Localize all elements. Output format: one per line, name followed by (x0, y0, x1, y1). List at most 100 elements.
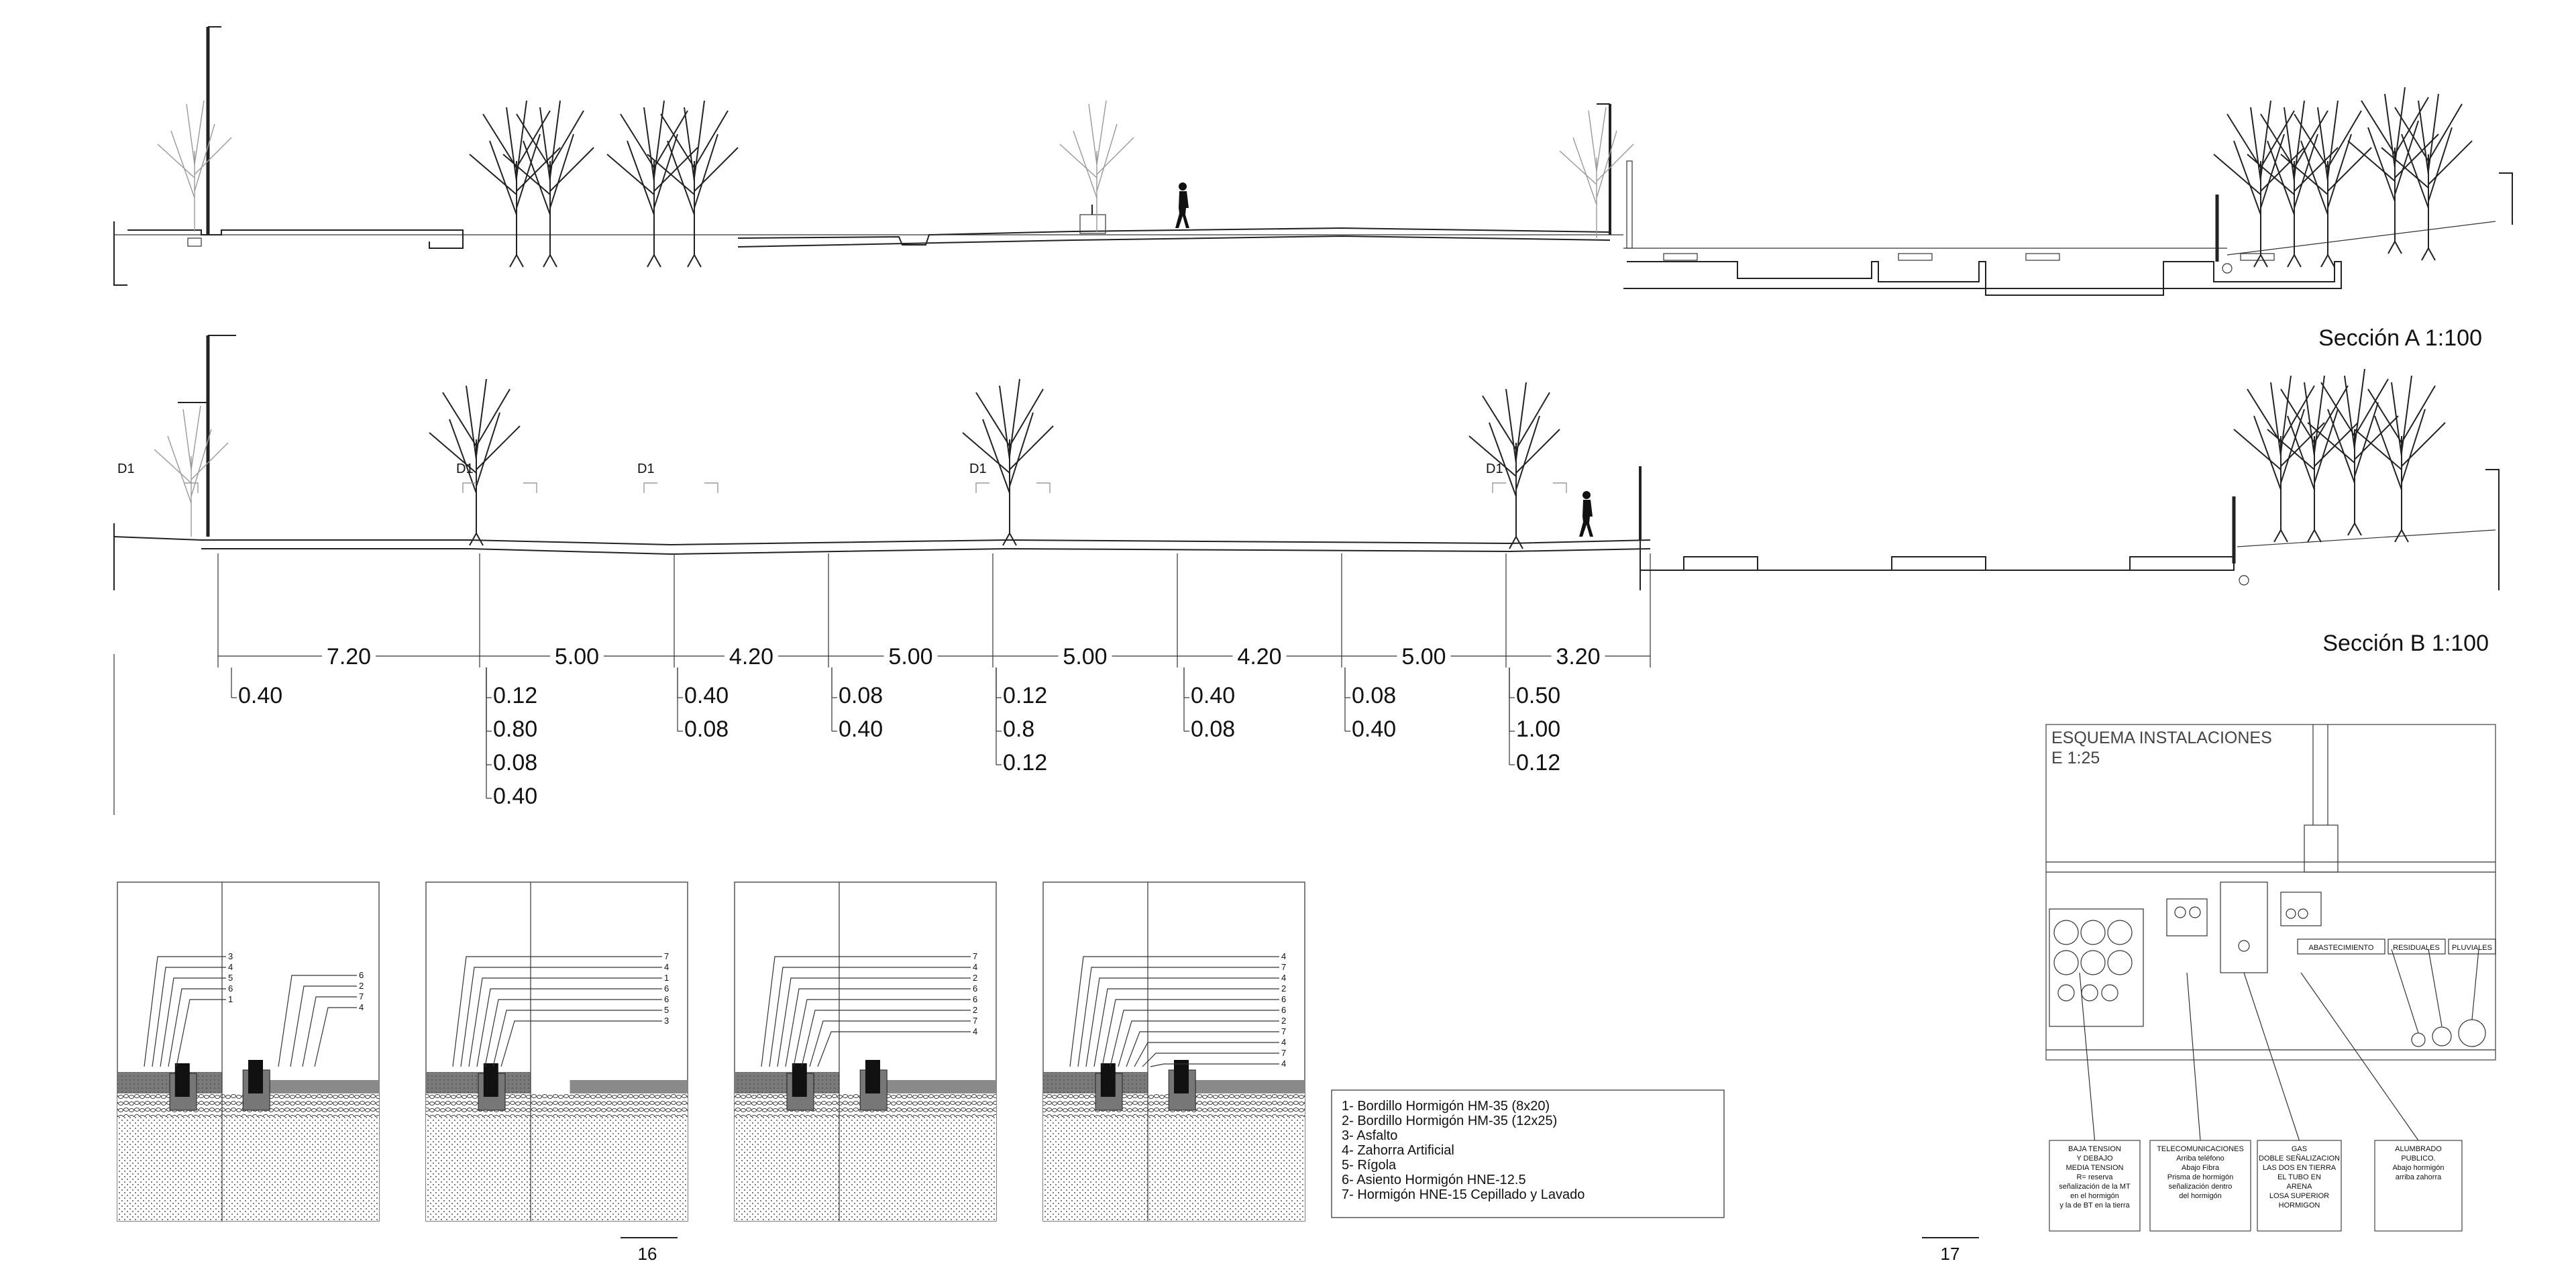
scheme-box-line: ARENA (2287, 1183, 2313, 1191)
label-abastecimiento: ABASTECIMIENTO (2309, 944, 2374, 952)
scheme-box-line: Abajo hormigón (2392, 1164, 2444, 1172)
callout-label: 4 (973, 962, 977, 972)
scheme-box-line: Arriba teléfono (2176, 1155, 2224, 1163)
pavement-layer (261, 1080, 379, 1093)
callout-label: 3 (664, 1016, 669, 1026)
kerb (174, 1063, 190, 1097)
callout-label: 6 (973, 994, 977, 1004)
scheme-box-3 (2257, 1140, 2342, 1232)
callout-label: 7 (1281, 1026, 1286, 1036)
span-bg (550, 643, 604, 668)
callout-leader (1077, 967, 1279, 1067)
scheme-box-line: en el hormigón (2070, 1192, 2119, 1200)
callout-leader (801, 1010, 971, 1067)
d1-marker-3: D1 (637, 462, 655, 476)
callout-label: 6 (664, 994, 669, 1004)
callout-label: 1 (228, 994, 233, 1004)
kerb (1100, 1063, 1116, 1097)
offset-label: 0.12 (1516, 750, 1560, 775)
offset-label: 0.12 (493, 683, 537, 708)
callout-leader (785, 988, 971, 1067)
callout-label: 4 (359, 1002, 364, 1012)
pavement-layer (1187, 1080, 1305, 1093)
callout-label: 1 (664, 973, 669, 983)
callout-leader (761, 956, 971, 1067)
scheme-box-line: Prisma de hormigón (2167, 1173, 2233, 1181)
section-a-title: Sección A 1:100 (2318, 325, 2482, 351)
callout-leader (468, 977, 662, 1067)
scheme-box-line: PUBLICO. (2401, 1155, 2435, 1163)
d1-bracket-right (1553, 482, 1567, 493)
scheme-leader (2079, 972, 2096, 1141)
offset-label: 0.40 (684, 683, 729, 708)
legend-item-3: 3- Asfalto (1342, 1128, 1397, 1143)
span-label-7: 5.00 (1401, 644, 1446, 669)
scheme-box-line: señalización de la MT (2059, 1183, 2131, 1191)
span-label-6: 4.20 (1237, 644, 1281, 669)
legend-item-5: 5- Rígola (1342, 1158, 1397, 1173)
callout-label: 7 (973, 1016, 977, 1026)
callout-leader (793, 999, 971, 1067)
callout-leader (1085, 977, 1279, 1067)
callout-leader (160, 977, 226, 1067)
callout-label: 6 (664, 983, 669, 994)
callout-label: 4 (1281, 1059, 1286, 1069)
d1-bracket-left (975, 482, 989, 493)
callout-leader (817, 1031, 971, 1067)
scheme-box-line: del hormigón (2179, 1192, 2222, 1200)
scheme-box-line: ALUMBRADO (2395, 1145, 2442, 1153)
offset-label: 0.50 (1516, 683, 1560, 708)
pavement-layer (570, 1080, 688, 1093)
callout-leader (476, 988, 662, 1067)
d1-marker-2: D1 (456, 462, 474, 476)
offset-label: 0.08 (1352, 683, 1396, 708)
kerb-2 (1174, 1060, 1189, 1093)
callout-label: 4 (1281, 1037, 1286, 1047)
callout-leader (492, 1010, 662, 1067)
offset-label: 0.40 (493, 784, 537, 809)
offset-label: 0.40 (1352, 716, 1396, 742)
callout-leader (144, 956, 226, 1067)
span-bg (1058, 643, 1112, 668)
callout-label: 2 (359, 981, 364, 991)
span-bg (883, 643, 938, 668)
callout-label: 4 (973, 1026, 977, 1036)
span-label-1: 7.20 (327, 644, 371, 669)
callout-label: 6 (1281, 994, 1286, 1004)
scheme-box-line: TELECOMUNICACIONES (2157, 1145, 2244, 1153)
ground-layer (735, 1117, 996, 1221)
callout-leader (460, 967, 662, 1067)
callout-leader (1126, 1031, 1279, 1067)
legend-item-7: 7- Hormigón HNE-15 Cepillado y Lavado (1342, 1187, 1585, 1202)
d1-bracket-left (1492, 482, 1506, 493)
callout-leader (769, 967, 971, 1067)
page-number-16: 16 (638, 1244, 657, 1264)
scheme-box-line: LAS DOS EN TIERRA (2263, 1164, 2337, 1172)
d1-bracket-right (704, 482, 718, 493)
callout-label: 2 (973, 973, 977, 983)
scheme-box-line: EL TUBO EN (2277, 1173, 2321, 1181)
callout-leader (1150, 1063, 1279, 1067)
d1-bracket-right (184, 482, 199, 493)
callout-leader (1134, 1042, 1279, 1067)
callout-leader (278, 975, 357, 1067)
d1-marker-5: D1 (1486, 462, 1503, 476)
scheme-title: ESQUEMA INSTALACIONES (2051, 729, 2272, 747)
d1-bracket-left (462, 482, 476, 493)
kerb (483, 1063, 498, 1097)
scheme-box-2 (2149, 1140, 2251, 1232)
offset-label: 0.12 (1003, 750, 1047, 775)
legend-item-4: 4- Zahorra Artificial (1342, 1143, 1454, 1158)
callout-leader (1142, 1053, 1279, 1067)
callout-label: 6 (359, 970, 364, 980)
callout-label: 7 (664, 951, 669, 961)
scheme-box-line: DOBLE SEÑALIZACION (2259, 1154, 2340, 1163)
scheme-scale: E 1:25 (2051, 749, 2100, 767)
installations-scheme (2045, 724, 2496, 1061)
scheme-box-line: Abajo Fibra (2182, 1164, 2220, 1172)
callout-label: 6 (1281, 1005, 1286, 1015)
callout-label: 7 (1281, 962, 1286, 972)
